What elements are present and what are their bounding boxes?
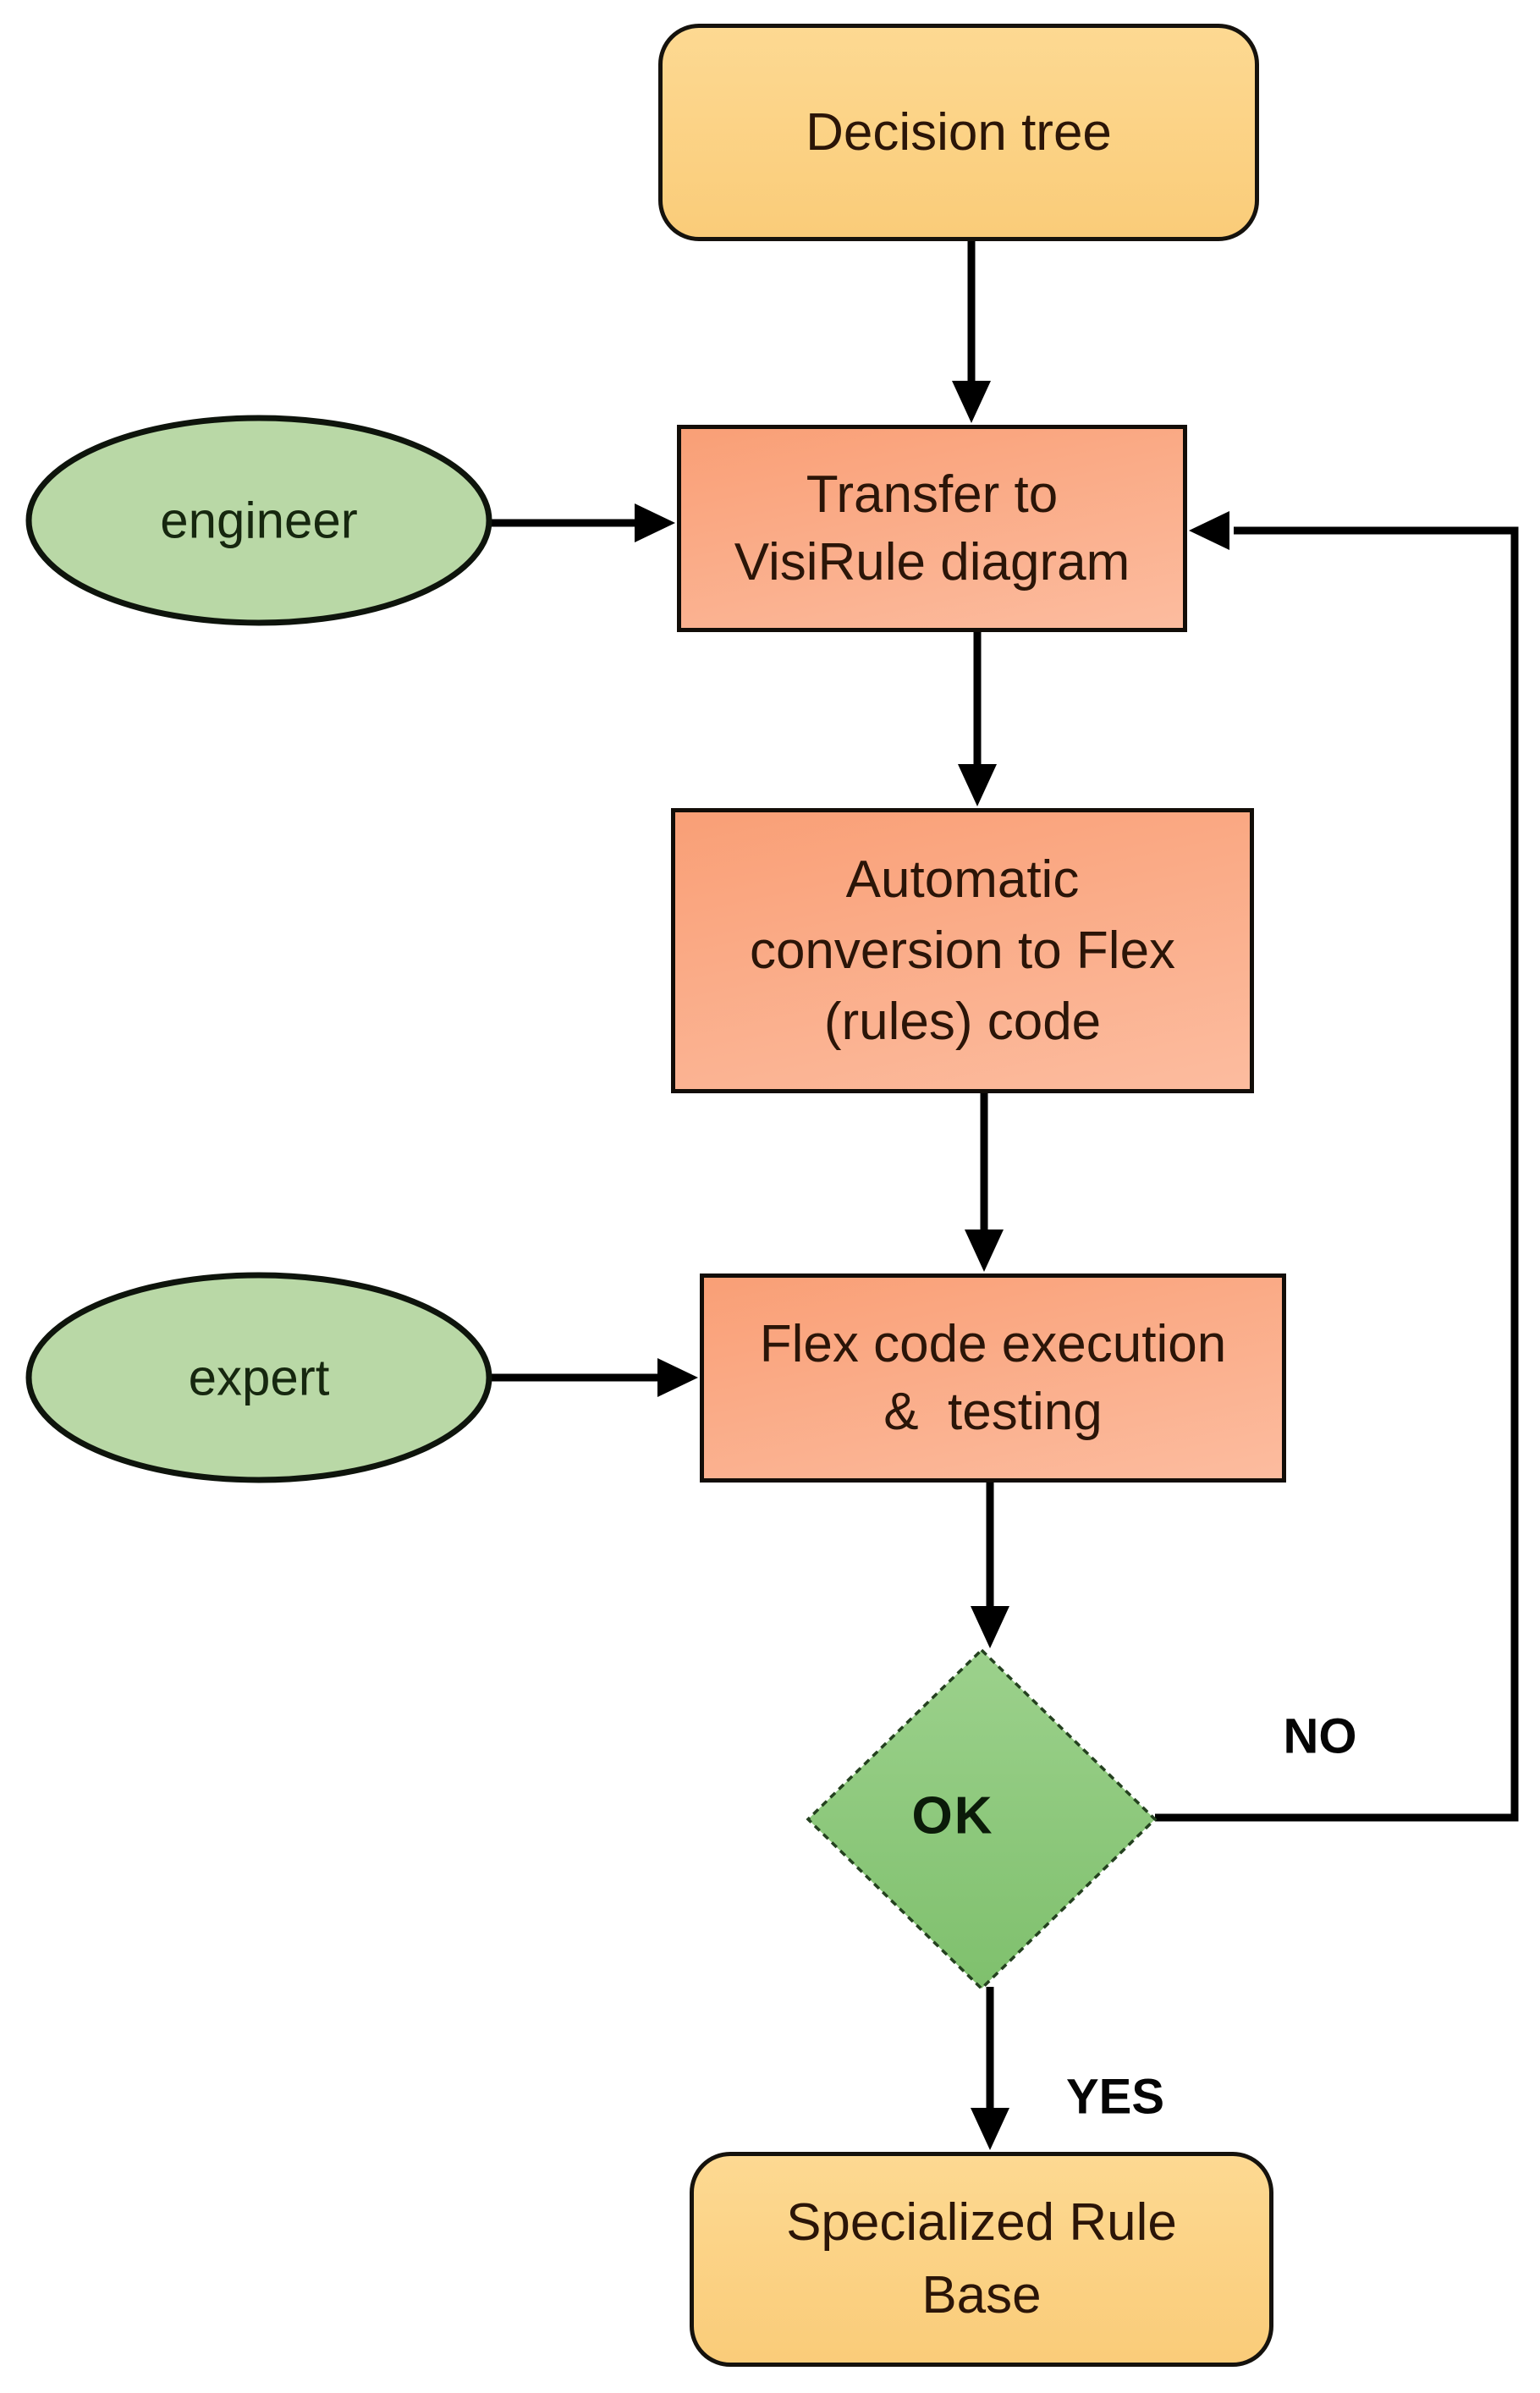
node-transfer-visirule: Transfer to VisiRule diagram: [677, 425, 1187, 632]
arrowhead-no-into-transfer-right: [1189, 511, 1229, 550]
arrowhead-into-transfer-top: [952, 381, 991, 423]
arrowhead-into-flex-left: [657, 1358, 698, 1397]
arrowhead-into-flex-top: [965, 1230, 1004, 1272]
arrowhead-into-transfer-left: [635, 503, 675, 542]
node-decision-tree-label: Decision tree: [806, 102, 1112, 162]
node-flex-execution: Flex code execution & testing: [700, 1274, 1286, 1483]
node-automatic-conversion: Automatic conversion to Flex (rules) cod…: [671, 808, 1254, 1093]
actor-engineer-label: engineer: [160, 492, 358, 549]
node-automatic-line2: conversion to Flex: [749, 921, 1176, 980]
node-rulebase-line2: Base: [921, 2266, 1042, 2324]
arrowhead-into-rulebase: [971, 2108, 1009, 2150]
actor-engineer-ellipse: [25, 415, 492, 626]
edge-label-yes: YES: [1065, 2069, 1165, 2125]
node-specialized-rule-base: Specialized Rule Base: [690, 2152, 1273, 2367]
edge-label-no: NO: [1283, 1708, 1357, 1764]
arrowhead-into-automatic: [958, 764, 997, 806]
node-flex-line2: & testing: [883, 1382, 1103, 1441]
node-flex-line1: Flex code execution: [759, 1314, 1227, 1373]
node-transfer-line2: VisiRule diagram: [734, 532, 1130, 591]
edge-no-loop: [1155, 526, 1519, 1822]
node-automatic-line1: Automatic: [845, 850, 1080, 909]
node-decision-tree: Decision tree: [658, 24, 1259, 241]
decision-diamond: [806, 1648, 1158, 1991]
decision-ok-label: OK: [911, 1786, 994, 1846]
arrowhead-into-diamond: [971, 1606, 1009, 1648]
actor-expert-ellipse: [25, 1272, 492, 1483]
actor-expert-label: expert: [188, 1349, 330, 1406]
node-transfer-line1: Transfer to: [806, 465, 1059, 524]
node-rulebase-line1: Specialized Rule: [786, 2193, 1177, 2252]
node-automatic-line3: (rules) code: [823, 992, 1102, 1051]
